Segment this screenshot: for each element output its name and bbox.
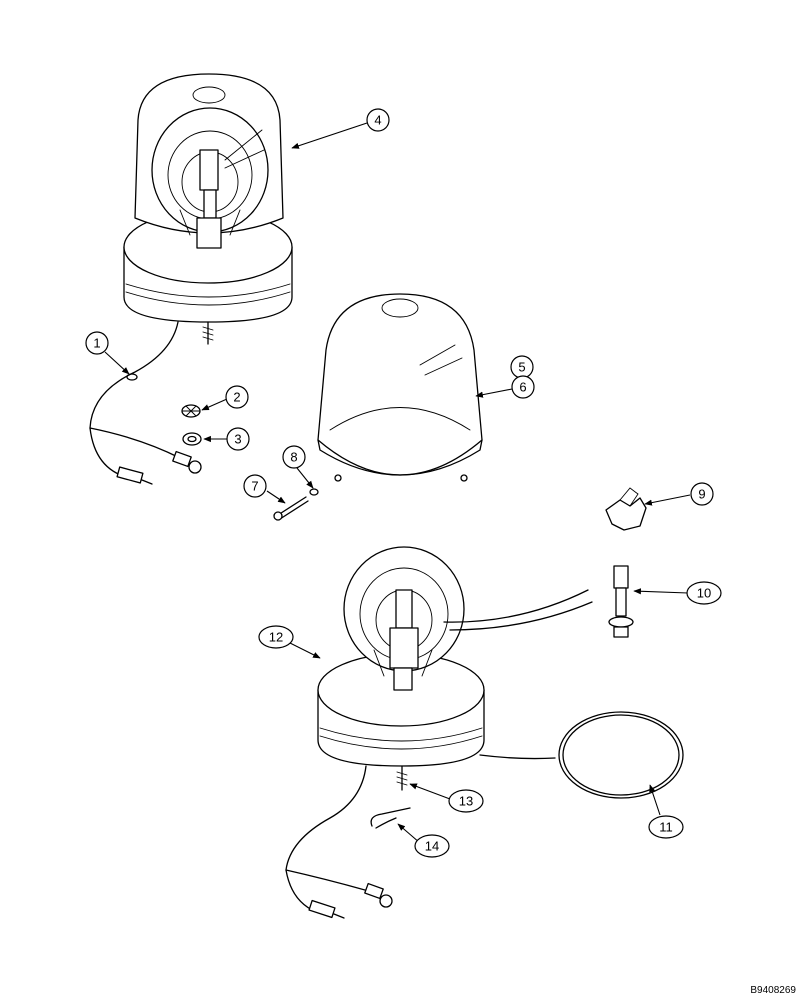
callout-7-label: 7 [251, 479, 258, 494]
washer-part-1 [126, 373, 138, 381]
washer-part-8 [309, 488, 319, 496]
callout-6-label: 6 [519, 380, 526, 395]
callout-13: 13 [448, 789, 484, 813]
beacon-base-assembly [285, 546, 593, 919]
callout-8-label: 8 [290, 450, 297, 465]
callout-12-label: 12 [269, 630, 283, 645]
lock-washer-part-2 [181, 404, 201, 418]
callout-5: 5 [510, 355, 534, 379]
callout-12: 12 [258, 625, 294, 649]
beacon-assembly [89, 73, 293, 485]
flat-washer-part-3 [182, 432, 202, 446]
callout-14: 14 [414, 834, 450, 858]
clip-part-9 [605, 487, 647, 531]
leader-lines [104, 122, 691, 844]
callout-4-label: 4 [374, 113, 381, 128]
o-ring-part-11 [558, 711, 684, 799]
callout-13-label: 13 [459, 794, 473, 809]
callout-1-label: 1 [93, 336, 100, 351]
lens-dome [317, 293, 483, 482]
cotter-pin-part-14 [370, 807, 411, 829]
callout-2-label: 2 [233, 390, 240, 405]
callout-2: 2 [225, 385, 249, 409]
callout-3-label: 3 [234, 432, 241, 447]
callout-7: 7 [243, 474, 267, 498]
screw-part-7 [273, 496, 309, 521]
callout-11: 11 [648, 815, 684, 839]
callout-3: 3 [226, 427, 250, 451]
callout-14-label: 14 [425, 839, 439, 854]
callout-10: 10 [686, 581, 722, 605]
callout-9: 9 [690, 482, 714, 506]
callout-11-label: 11 [659, 820, 673, 835]
callout-8: 8 [282, 445, 306, 469]
callout-6: 6 [511, 375, 535, 399]
figure-reference-code: B9408269 [750, 985, 796, 996]
callout-1: 1 [85, 331, 109, 355]
callout-10-label: 10 [697, 586, 711, 601]
callout-5-label: 5 [518, 360, 525, 375]
callout-4: 4 [366, 108, 390, 132]
bulb-part-10 [608, 565, 634, 638]
callout-9-label: 9 [698, 487, 705, 502]
